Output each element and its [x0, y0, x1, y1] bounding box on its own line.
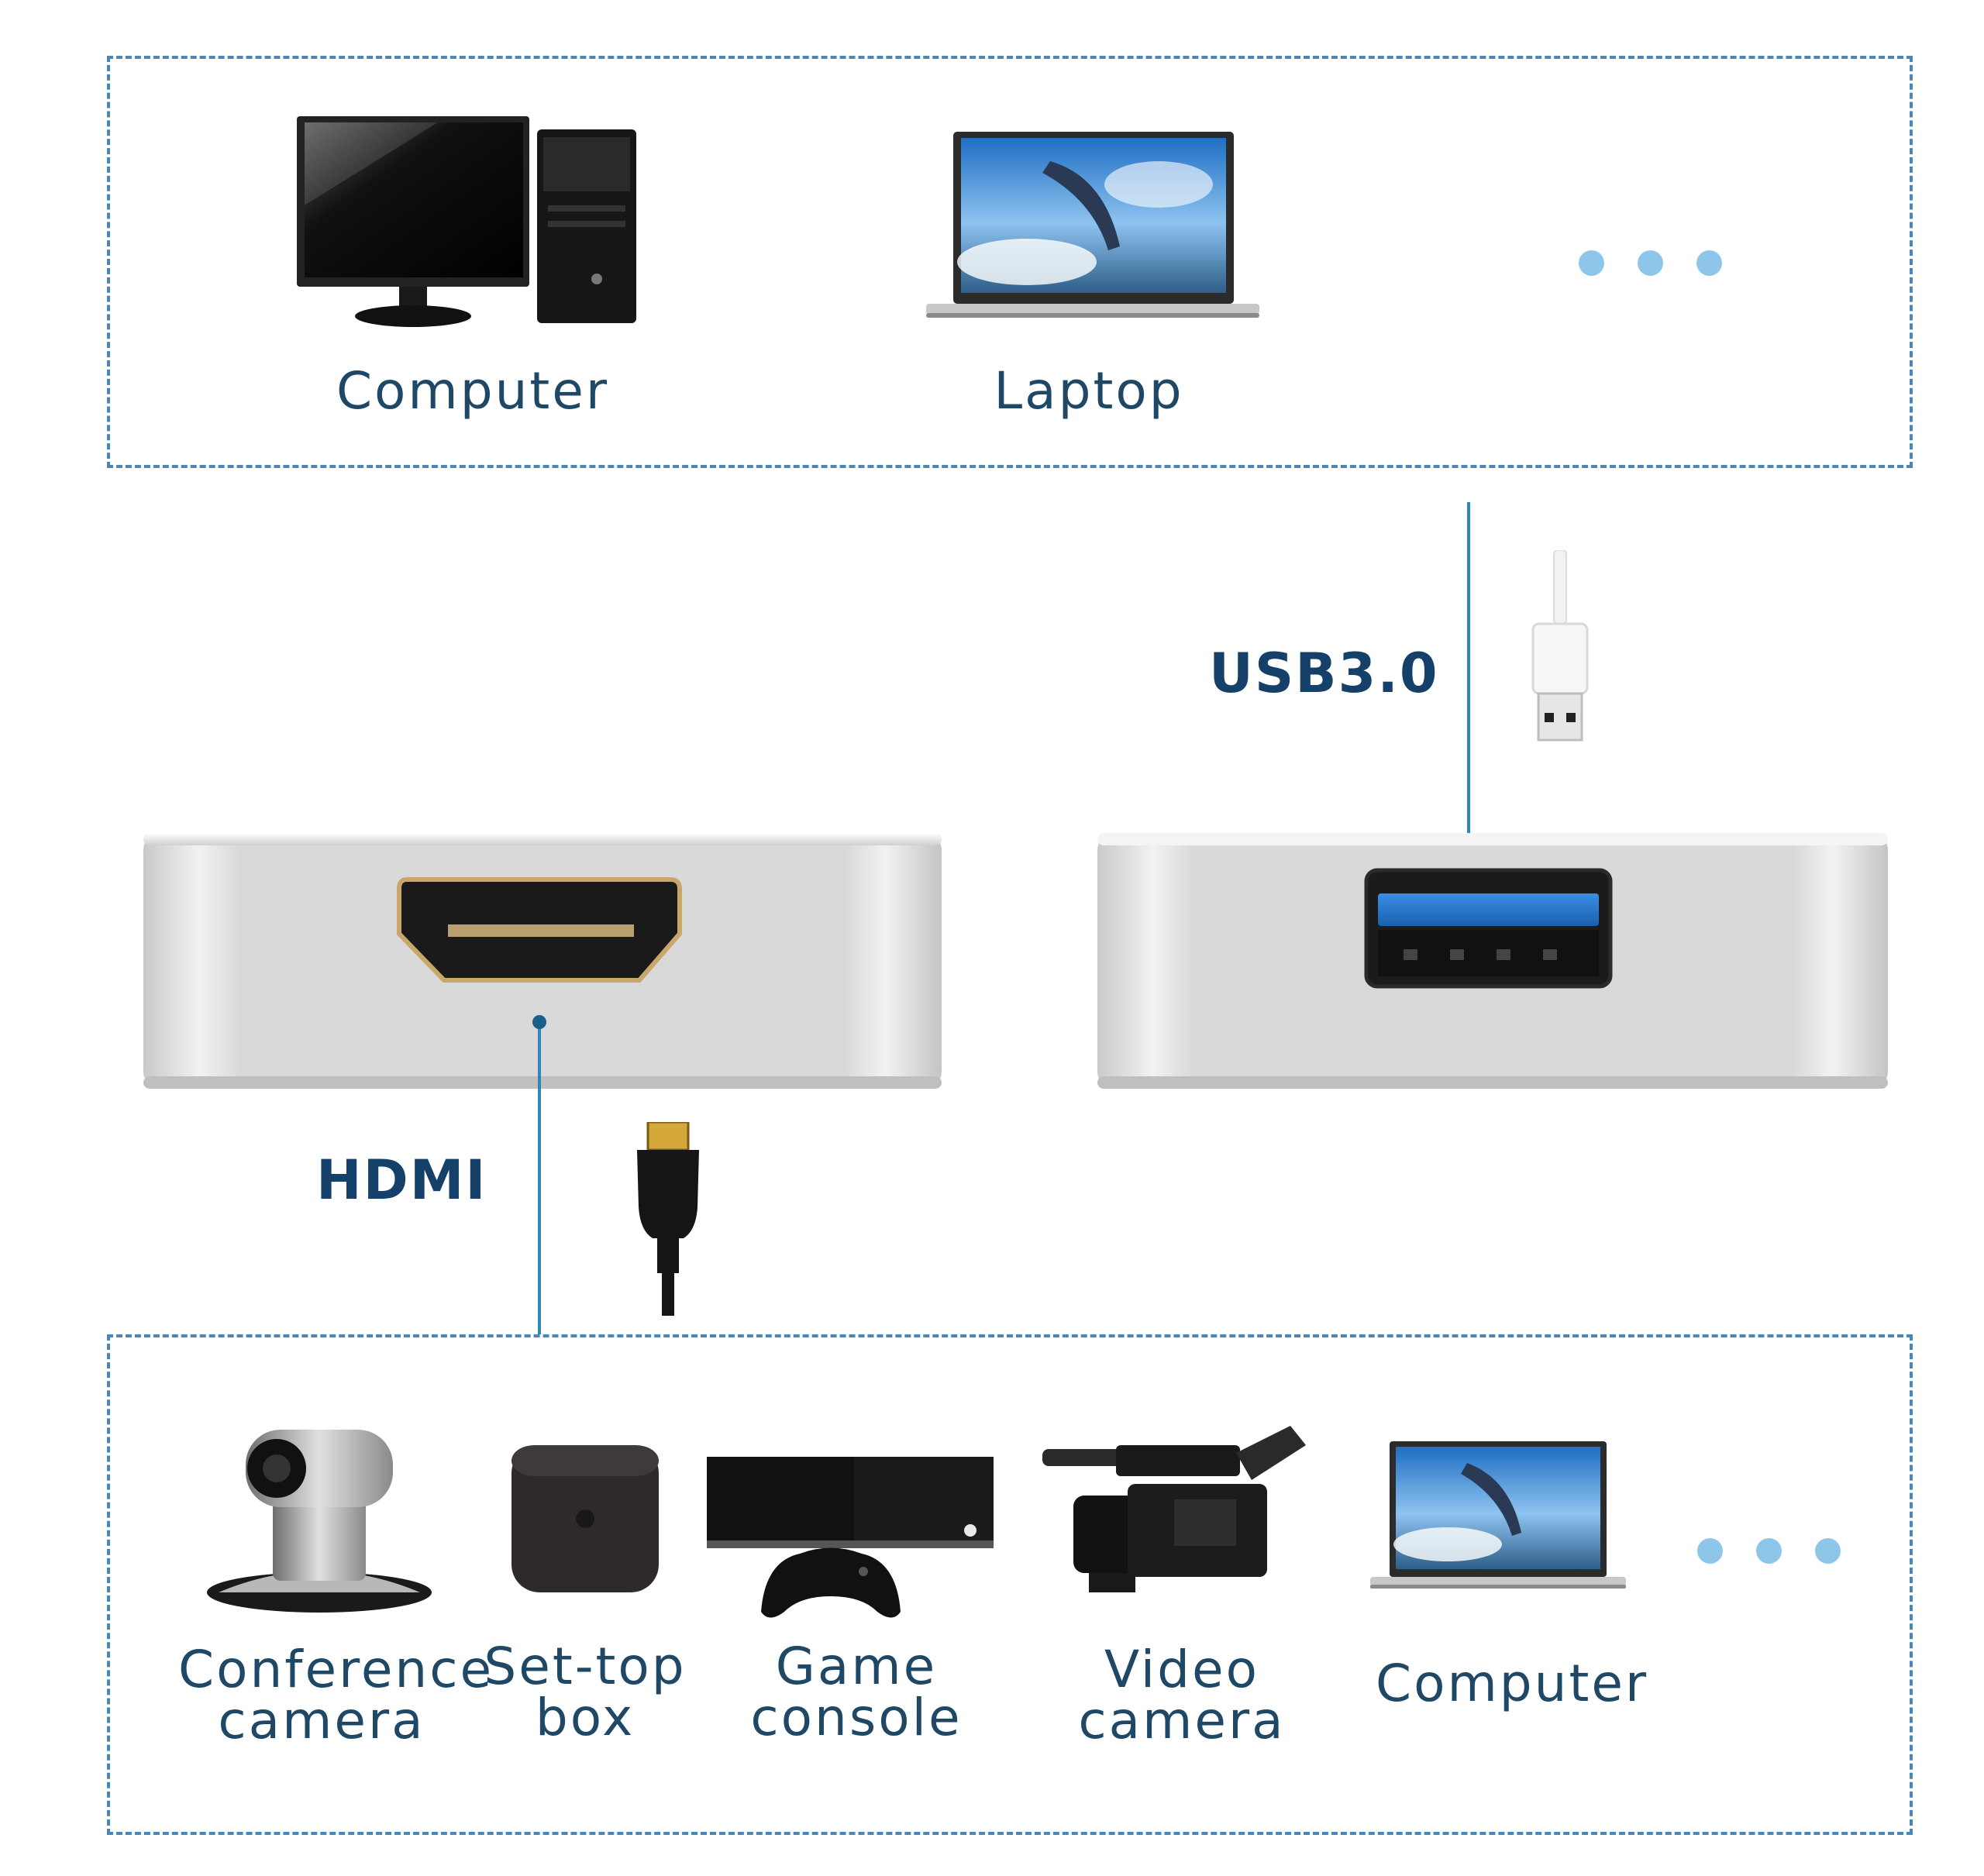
- label-line-2: camera: [218, 1691, 425, 1750]
- usb-connector-line: [1467, 502, 1470, 849]
- label-line-1: Game: [775, 1637, 938, 1696]
- hdmi-connector-line: [538, 1024, 541, 1334]
- device-label-conference-camera: Conference camera: [178, 1640, 494, 1750]
- device-label-set-top-box: Set-top box: [465, 1641, 705, 1743]
- capture-device-usb-side: [1097, 833, 1888, 1089]
- device-label-game-console: Game console: [740, 1641, 973, 1743]
- label-line-1: Set-top: [484, 1637, 687, 1696]
- set-top-box-icon: [508, 1441, 663, 1596]
- more-dot: [1697, 1538, 1723, 1564]
- desktop-computer-icon: [291, 112, 643, 333]
- more-dot: [1638, 250, 1663, 276]
- usb-plug-icon: [1529, 550, 1591, 744]
- device-label-computer: Computer: [336, 361, 610, 421]
- device-label-laptop: Laptop: [994, 361, 1184, 421]
- host-devices-group: [107, 56, 1913, 468]
- label-line-2: camera: [1078, 1691, 1286, 1750]
- label-line-2: box: [535, 1688, 636, 1747]
- more-dot: [1815, 1538, 1841, 1564]
- device-label-video-camera: Video camera: [1062, 1644, 1302, 1747]
- more-devices-indicator: [1697, 1538, 1841, 1564]
- more-devices-indicator: [1579, 250, 1722, 276]
- more-dot: [1696, 250, 1722, 276]
- label-line-1: Conference: [178, 1640, 494, 1699]
- hdmi-label: HDMI: [316, 1148, 487, 1212]
- label-line-2: console: [750, 1688, 963, 1747]
- device-label-computer: Computer: [1376, 1654, 1649, 1713]
- video-camera-icon: [1042, 1422, 1314, 1600]
- more-dot: [1579, 250, 1604, 276]
- game-console-icon: [707, 1457, 994, 1623]
- usb-label: USB3.0: [1209, 642, 1439, 705]
- hdmi-plug-icon: [629, 1122, 707, 1316]
- source-devices-group: [107, 1334, 1913, 1835]
- conference-camera-icon: [203, 1418, 436, 1616]
- laptop-icon: [926, 130, 1259, 324]
- laptop-icon: [1370, 1440, 1626, 1595]
- label-line-1: Computer: [1376, 1654, 1649, 1713]
- label-line-1: Video: [1104, 1640, 1259, 1699]
- capture-device-hdmi-side: [143, 833, 942, 1089]
- hdmi-connector-endpoint: [532, 1015, 546, 1029]
- more-dot: [1756, 1538, 1782, 1564]
